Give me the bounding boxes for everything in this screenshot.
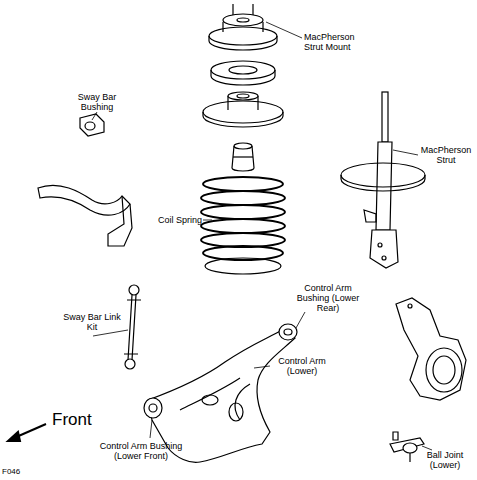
bump-stop [232, 143, 254, 171]
upper-spring-seat [203, 92, 283, 127]
front-arrow [8, 424, 46, 441]
bearing-plate [211, 61, 275, 85]
sway-bar-link [124, 285, 141, 369]
lower-spring-seat [205, 258, 281, 274]
part-label: Coil Spring [150, 215, 202, 225]
part-label: Control Arm Bushing (Lower Front) [96, 441, 186, 461]
figure-code: F046 [2, 467, 42, 477]
part-label: Control Arm Bushing (Lower Rear) [296, 283, 360, 313]
part-label: MacPherson Strut Mount [304, 32, 370, 52]
sway-bar [38, 185, 132, 246]
part-label: Ball Joint (Lower) [416, 450, 474, 470]
macpherson-strut [341, 92, 425, 268]
strut-mount [209, 4, 277, 50]
ball-joint [390, 432, 424, 462]
direction-label: Front [52, 410, 122, 430]
sway-bar-bushing [80, 114, 104, 136]
leader-lines [92, 22, 432, 450]
steering-knuckle [396, 298, 466, 400]
coil-spring [201, 177, 285, 260]
part-label: Sway Bar Link Kit [60, 312, 124, 332]
part-label: Sway Bar Bushing [66, 92, 128, 112]
part-label: Control Arm (Lower) [270, 356, 334, 376]
part-label: MacPherson Strut [418, 145, 474, 165]
